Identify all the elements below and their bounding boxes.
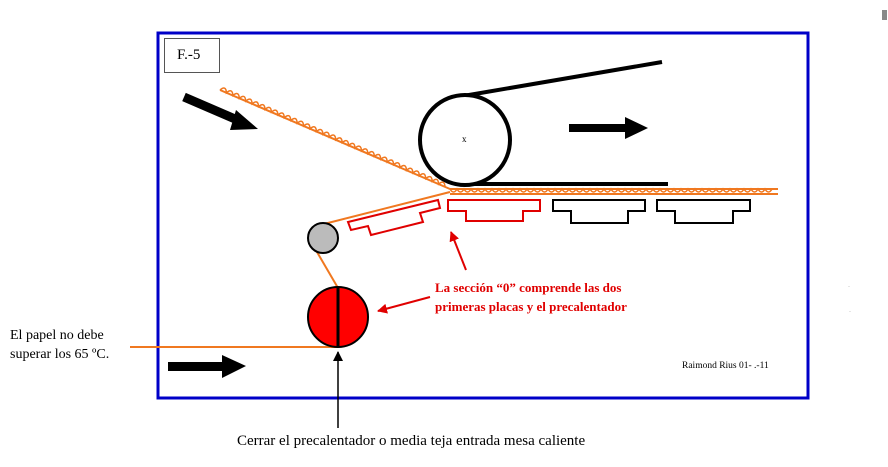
heating-plate-icon-tilted	[346, 198, 442, 237]
figure-label-box	[164, 38, 220, 73]
heating-plate-icon-black-2	[656, 199, 751, 224]
paper-temperature-note: El papel no debe superar los 65 ºC.	[10, 326, 109, 364]
arrow-icon-web-in	[182, 92, 258, 130]
edge-mark-1: .	[848, 280, 850, 289]
paper-temperature-line-1: El papel no debe	[10, 328, 104, 343]
web-flute	[219, 87, 446, 187]
heating-plate-icon-red	[447, 199, 541, 222]
section-zero-line-2: primeras placas y el precalentador	[435, 299, 627, 314]
roller-icon	[418, 93, 512, 187]
section-zero-note: La sección “0” comprende las dos primera…	[435, 278, 627, 316]
idler-roller-icon	[307, 222, 339, 254]
callout-arrow-preheater	[377, 296, 431, 314]
roller-mark: x	[462, 134, 467, 144]
figure-label: F.-5	[177, 47, 201, 63]
diagram-frame	[156, 31, 810, 400]
paper-temperature-line-2: superar los 65 ºC.	[10, 347, 110, 362]
caption: Cerrar el precalentador o media teja ent…	[237, 433, 586, 449]
liner-to-table	[315, 191, 451, 227]
heating-plate-icon-black-1	[552, 199, 646, 224]
author-credit: Raimond Rius 01- .-11	[682, 361, 769, 371]
arrow-icon-liner-in	[168, 355, 246, 378]
web-flute-table	[449, 187, 773, 193]
arrow-icon-forward	[569, 117, 648, 139]
callout-arrow-plates	[449, 231, 467, 271]
edge-mark-2: .	[849, 305, 851, 314]
section-zero-line-1: La sección “0” comprende las dos	[435, 280, 622, 295]
belt-upper	[462, 60, 663, 98]
corner-mark	[882, 10, 887, 20]
